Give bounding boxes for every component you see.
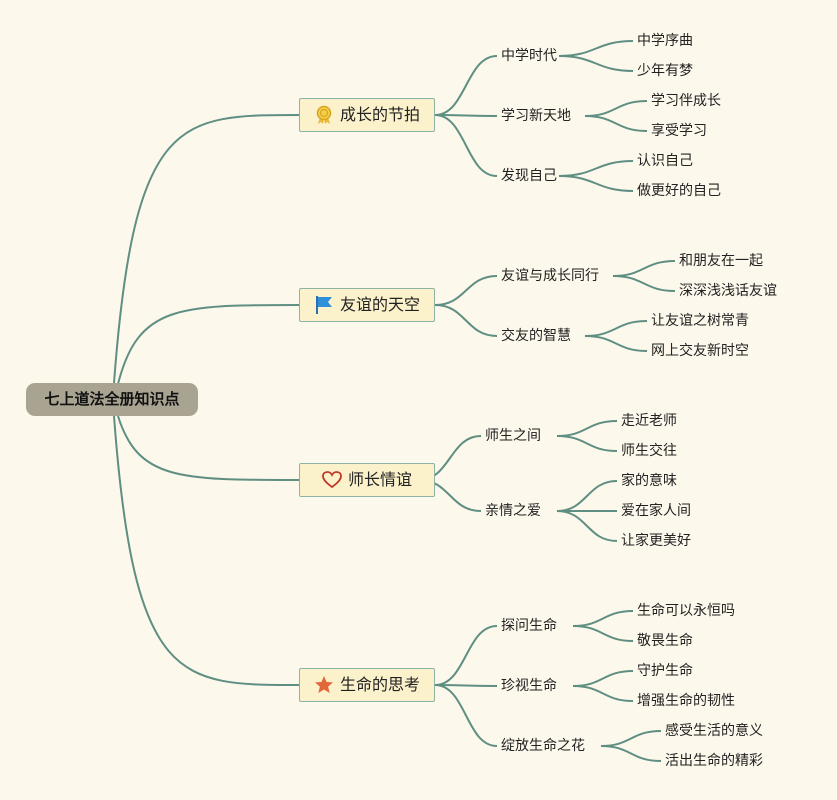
leaf-node[interactable]: 认识自己 — [637, 153, 693, 169]
leaf-node[interactable]: 让友谊之树常青 — [651, 313, 749, 329]
link-topic-leaf — [556, 480, 618, 512]
branch-label: 生命的思考 — [339, 675, 420, 694]
leaf-node[interactable]: 走近老师 — [621, 413, 677, 429]
leaf-node[interactable]: 中学序曲 — [637, 33, 693, 49]
leaf-node[interactable]: 敬畏生命 — [637, 633, 693, 649]
leaf-node[interactable]: 深深浅浅话友谊 — [679, 283, 777, 299]
leaf-node[interactable]: 师生交往 — [621, 443, 677, 459]
link-topic-leaf — [556, 420, 618, 437]
leaf-node[interactable]: 家的意味 — [621, 473, 677, 489]
link-branch-topic — [434, 55, 498, 116]
leaf-node[interactable]: 学习伴成长 — [651, 93, 721, 109]
topic-study[interactable]: 学习新天地 — [501, 108, 571, 124]
link-branch-topic — [434, 275, 498, 306]
link-root-branch — [113, 114, 300, 384]
topic-cherish-life[interactable]: 珍视生命 — [501, 678, 557, 694]
leaf-node[interactable]: 少年有梦 — [637, 63, 693, 79]
link-topic-leaf — [558, 40, 634, 57]
leaf-node[interactable]: 享受学习 — [651, 123, 707, 139]
link-topic-leaf — [584, 100, 648, 117]
leaf-node[interactable]: 网上交友新时空 — [651, 343, 749, 359]
link-topic-leaf — [584, 335, 648, 352]
leaf-node[interactable]: 活出生命的精彩 — [665, 753, 763, 769]
link-topic-leaf — [612, 260, 676, 277]
leaf-node[interactable]: 爱在家人间 — [621, 503, 691, 519]
link-topic-leaf — [600, 730, 662, 747]
link-topic-leaf — [584, 115, 648, 132]
leaf-node[interactable]: 做更好的自己 — [637, 183, 721, 199]
link-topic-leaf — [572, 685, 634, 702]
link-branch-topic — [434, 304, 498, 337]
topic-friendship-growth[interactable]: 友谊与成长同行 — [501, 268, 599, 284]
star-icon — [314, 676, 333, 693]
link-branch-topic — [434, 684, 498, 687]
branch-label: 成长的节拍 — [339, 105, 420, 124]
link-branch-topic — [434, 625, 498, 686]
topic-middle-school[interactable]: 中学时代 — [501, 48, 557, 64]
link-topic-leaf — [572, 610, 634, 627]
leaf-node[interactable]: 守护生命 — [637, 663, 693, 679]
topic-teacher-student[interactable]: 师生之间 — [485, 428, 541, 444]
topic-explore-life[interactable]: 探问生命 — [501, 618, 557, 634]
award-medal-icon — [316, 105, 332, 124]
topic-bloom-life[interactable]: 绽放生命之花 — [501, 738, 585, 754]
link-branch-topic — [434, 114, 498, 177]
branch-node-teachers-family[interactable]: 师长情谊 — [299, 463, 435, 497]
leaf-node[interactable]: 和朋友在一起 — [679, 253, 763, 269]
topic-friend-wisdom[interactable]: 交友的智慧 — [501, 328, 571, 344]
link-branch-topic — [434, 684, 498, 747]
link-topic-leaf — [572, 625, 634, 642]
blue-flag-icon — [315, 296, 332, 314]
link-topic-leaf — [584, 320, 648, 337]
branch-node-growth[interactable]: 成长的节拍 — [299, 98, 435, 132]
branch-label: 友谊的天空 — [339, 295, 420, 314]
topic-family-love[interactable]: 亲情之爱 — [485, 503, 541, 519]
topic-discover-self[interactable]: 发现自己 — [501, 168, 557, 184]
branch-node-life[interactable]: 生命的思考 — [299, 668, 435, 702]
leaf-node[interactable]: 增强生命的韧性 — [637, 693, 735, 709]
link-root-branch — [113, 415, 300, 686]
leaf-node[interactable]: 生命可以永恒吗 — [637, 603, 735, 619]
link-topic-leaf — [572, 670, 634, 687]
leaf-node[interactable]: 让家更美好 — [621, 533, 691, 549]
link-topic-leaf — [558, 175, 634, 192]
link-topic-leaf — [558, 55, 634, 72]
link-topic-leaf — [556, 510, 618, 542]
leaf-node[interactable]: 感受生活的意义 — [665, 723, 763, 739]
heart-icon — [322, 471, 342, 489]
branch-node-friendship[interactable]: 友谊的天空 — [299, 288, 435, 322]
link-topic-leaf — [558, 160, 634, 177]
link-topic-leaf — [600, 745, 662, 762]
link-root-branch — [117, 304, 300, 385]
link-topic-leaf — [556, 435, 618, 452]
root-node[interactable]: 七上道法全册知识点 — [26, 383, 198, 416]
link-topic-leaf — [612, 275, 676, 292]
branch-label: 师长情谊 — [347, 470, 412, 489]
link-root-branch — [117, 415, 300, 481]
link-branch-topic — [434, 114, 498, 117]
